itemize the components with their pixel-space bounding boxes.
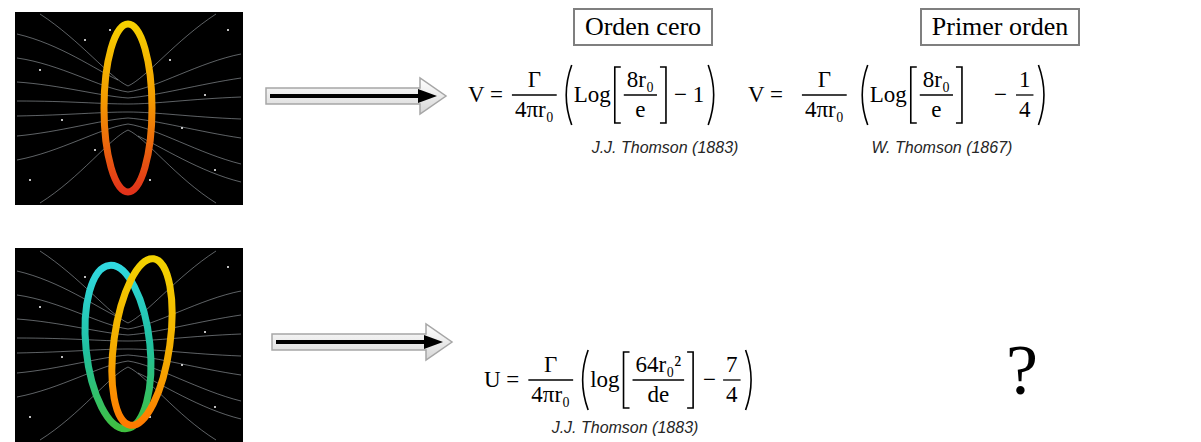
formula-term: U =: [484, 367, 519, 393]
fraction-bar: [512, 94, 557, 95]
heading-text: Orden cero: [585, 11, 701, 43]
particle: [227, 29, 229, 31]
double-ring-image: [15, 248, 243, 442]
formula-term: −: [703, 367, 716, 393]
citation: J.J. Thomson (1883): [592, 138, 739, 158]
parenthesis: [862, 65, 868, 125]
formula-term: 8r₀: [627, 67, 654, 93]
formula-term: 8r₀: [923, 67, 950, 93]
parenthesis: [566, 65, 572, 125]
block-arrow: [266, 78, 446, 114]
square-bracket: [624, 352, 630, 408]
particle: [84, 39, 86, 41]
square-bracket: [956, 67, 962, 123]
formula-term: 64r₀²: [636, 352, 682, 378]
particles: [29, 29, 229, 181]
formula-term: de: [647, 382, 669, 408]
particle: [204, 94, 206, 96]
formula-term: log: [590, 367, 619, 393]
particle: [149, 179, 151, 181]
heading-text: Primer orden: [932, 11, 1068, 43]
particle: [94, 149, 96, 151]
parenthesis: [583, 350, 589, 410]
image-ground: [15, 248, 243, 442]
particle: [29, 179, 31, 181]
block-arrow: [272, 324, 452, 360]
arrow-line: [270, 94, 422, 98]
fraction-bar: [920, 94, 953, 95]
formula-term: Γ: [818, 67, 831, 93]
streamline: [17, 124, 241, 164]
parenthesis: [1038, 65, 1044, 125]
heading-box: Orden cero: [573, 8, 713, 46]
formula-term: 4πr₀: [531, 382, 570, 408]
particle: [109, 29, 111, 31]
particle: [181, 127, 183, 129]
fraction-bar: [528, 379, 573, 380]
vortex-ring: [104, 24, 152, 192]
streamline: [17, 118, 241, 138]
square-bracket: [687, 352, 693, 408]
formula-term: − 1: [674, 82, 704, 108]
particle: [169, 59, 171, 61]
particle: [61, 119, 63, 121]
fraction-bar: [633, 379, 685, 380]
formula-term: V =: [468, 82, 503, 108]
streamline: [17, 54, 241, 92]
formula-term: −: [994, 82, 1007, 108]
formula-term: 1: [1019, 67, 1031, 93]
fraction-bar: [802, 94, 847, 95]
formula-term: 4πr₀: [805, 97, 844, 123]
parenthesis: [708, 65, 714, 125]
formula-term: e: [931, 97, 941, 123]
formula-term: Γ: [544, 352, 557, 378]
fraction-bar: [624, 94, 657, 95]
formula-term: e: [635, 97, 645, 123]
streamlines: [17, 251, 241, 440]
formula-term: 4: [726, 382, 738, 408]
parenthesis: [746, 350, 752, 410]
streamline: [17, 78, 241, 98]
single-ring-image: [15, 12, 243, 205]
arrow-head: [418, 89, 437, 103]
particle: [214, 169, 216, 171]
citation: J.J. Thomson (1883): [552, 418, 699, 438]
image-ground: [15, 12, 243, 205]
square-bracket: [615, 67, 621, 123]
particle: [39, 69, 41, 71]
formula-term: 4: [1019, 97, 1031, 123]
square-bracket: [660, 67, 666, 123]
fraction-bar: [723, 379, 741, 380]
citation: W. Thomson (1867): [872, 138, 1013, 158]
formula-term: V =: [748, 82, 783, 108]
square-bracket: [911, 67, 917, 123]
formula-term: Log: [574, 82, 611, 108]
question-mark: ?: [1006, 330, 1038, 410]
arrow-body: [266, 78, 446, 114]
formula-term: Γ: [528, 67, 541, 93]
vortex-ring: [103, 255, 182, 429]
fraction-bar: [1016, 94, 1034, 95]
formula-term: Log: [870, 82, 907, 108]
streamlines: [17, 14, 241, 203]
formula-term: 4πr₀: [515, 97, 554, 123]
formula-term: 7: [726, 352, 738, 378]
heading-box: Primer orden: [920, 8, 1080, 46]
streamline: [138, 136, 241, 182]
